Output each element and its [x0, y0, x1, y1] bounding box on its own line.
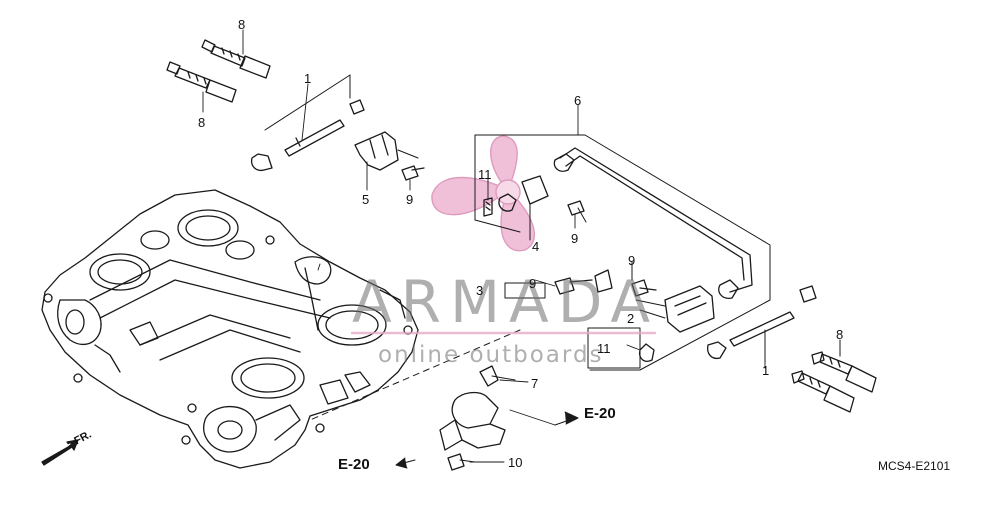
- shaft-left: [250, 74, 365, 172]
- reference-arrows: [309, 329, 579, 469]
- bolt-9-left: [401, 165, 425, 181]
- label-part-7: 7: [531, 376, 539, 391]
- rail-assembly-part-6: [474, 134, 771, 371]
- label-part-3: 3: [476, 283, 484, 298]
- label-part-11-bottom: 11: [597, 341, 611, 356]
- label-part-9-c: 9: [628, 253, 636, 268]
- label-part-1-right: 1: [762, 363, 770, 378]
- injector-right-lower: [791, 370, 855, 413]
- throttle-body-assembly: [41, 189, 419, 469]
- link-part-4: [483, 175, 549, 241]
- label-part-4: 4: [532, 239, 540, 254]
- injector-top: [201, 39, 271, 79]
- label-part-8-top: 8: [238, 17, 246, 32]
- reference-e20-right: E-20: [584, 405, 616, 422]
- label-part-5: 5: [362, 192, 370, 207]
- bolt-part-3: [504, 269, 613, 299]
- box-part-11: [587, 327, 655, 369]
- injector-right-upper: [811, 339, 877, 393]
- watermark-tagline: online outboards: [378, 342, 604, 368]
- front-arrow-icon: [41, 439, 79, 466]
- label-part-10: 10: [508, 455, 523, 470]
- label-part-6: 6: [574, 93, 582, 108]
- label-part-11-top: 11: [478, 167, 492, 182]
- label-part-1-left: 1: [304, 71, 312, 86]
- label-part-9-d: 9: [529, 276, 537, 291]
- shaft-right: [706, 285, 817, 363]
- bolt-9-mid: [567, 200, 587, 223]
- throttle-sensor-part-7: [439, 365, 516, 451]
- diagram-code: MCS4-E2101: [878, 459, 951, 473]
- injector-left: [166, 61, 237, 103]
- watermark-brand: ARMADA: [352, 268, 660, 336]
- label-part-2: 2: [627, 311, 635, 326]
- label-part-9-a: 9: [406, 192, 414, 207]
- label-part-8-left: 8: [198, 115, 206, 130]
- sensor-bracket-part-2: [639, 285, 715, 333]
- label-part-9-b: 9: [571, 231, 579, 246]
- label-part-8-right: 8: [836, 327, 844, 342]
- bolt-9-right: [631, 261, 657, 297]
- bracket-part-5: [354, 131, 419, 171]
- reference-e20-left: E-20: [338, 456, 370, 473]
- leader-lines: [202, 29, 841, 463]
- armada-propeller-logo: [431, 135, 536, 252]
